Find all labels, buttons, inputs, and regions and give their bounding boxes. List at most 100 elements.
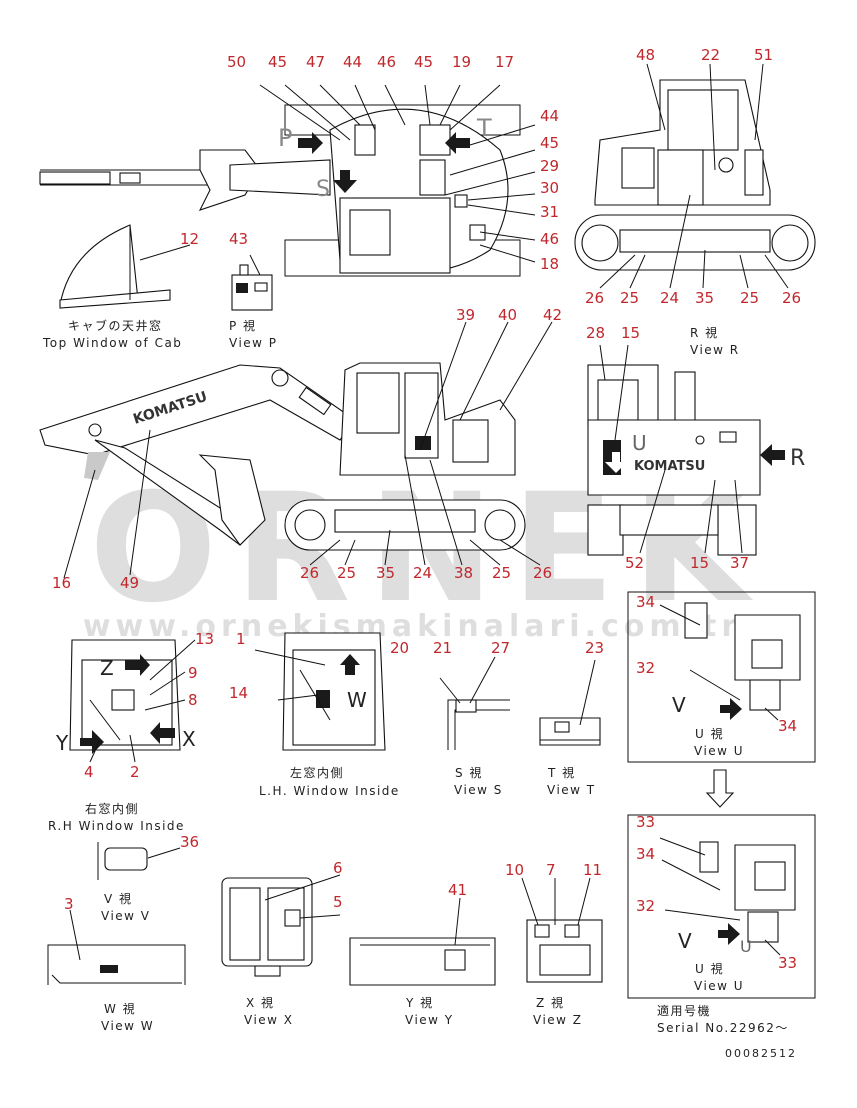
view-r-caption-jp: R 視 [690,325,719,340]
view-letter-t: T [476,114,492,142]
callout: 18 [540,255,559,273]
view-u-box-2 [627,814,816,999]
callout: 17 [495,53,514,71]
callout: 48 [636,46,655,64]
rear-view-callouts: 28 15 52 15 37 [586,324,749,572]
view-w-caption-en: View W [101,1019,154,1033]
view-letter-u-rear: U [632,431,647,455]
view-u-1-caption-jp: U 視 [695,726,724,741]
view-y-caption-en: View Y [405,1013,454,1027]
callout: 49 [120,574,139,592]
callout: 14 [229,684,248,702]
callout: 19 [452,53,471,71]
callout: 46 [540,230,559,248]
view-t-caption-jp: T 視 [547,765,576,780]
callout: 45 [540,134,559,152]
callout: 46 [377,53,396,71]
serial-caption-jp: 適用号機 [657,1003,711,1018]
lh-window-caption-en: L.H. Window Inside [259,784,400,798]
view-s-drawing [439,656,510,750]
callout: 23 [585,639,604,657]
view-letter-v-2: V [678,929,692,953]
callout: 25 [337,564,356,582]
view-letter-x: X [182,727,196,751]
cab-top-window-caption-jp: キャブの天井窓 [68,318,163,333]
callout: 24 [413,564,432,582]
main-side-view-leaders [63,321,553,579]
callout: 31 [540,203,559,221]
callout: 6 [333,859,343,877]
callout: 32 [636,659,655,677]
view-z-caption-en: View Z [533,1013,583,1027]
callout: 26 [300,564,319,582]
cab-top-window-drawing [59,224,191,309]
callout: 25 [620,289,639,307]
view-letter-z: Z [100,656,114,680]
view-y-caption-jp: Y 視 [405,995,434,1010]
callout: 32 [636,897,655,915]
callout: 45 [414,53,433,71]
drawing-number: 00082512 [725,1047,797,1060]
view-u-2-caption-en: View U [694,979,744,993]
main-side-view-drawing [39,362,526,551]
callout: 52 [625,554,644,572]
callout: 15 [690,554,709,572]
callout: 50 [227,53,246,71]
callout: 37 [730,554,749,572]
callout: 2 [130,763,140,781]
watermark-url: www.ornekismakinalari.com.tr [83,609,741,644]
cab-top-window-caption-en: Top Window of Cab [42,336,182,350]
callout: 26 [585,289,604,307]
view-x-caption-en: View X [244,1013,294,1027]
view-w-drawing [47,909,186,985]
view-r-caption-en: View R [690,343,740,357]
callout: 33 [778,954,797,972]
callout: 47 [306,53,325,71]
serial-caption-en: Serial No.22962〜 [657,1021,789,1035]
view-v-caption-en: View V [101,909,151,923]
rh-window-drawing [69,639,181,754]
right-side-view-drawing [574,79,816,271]
view-u-2-caption-jp: U 視 [695,961,724,976]
view-z-drawing [521,877,603,983]
view-letter-u-2: U [740,937,752,956]
rh-window-letters: Z Y X [55,656,196,755]
view-y-drawing [349,897,496,986]
callout: 13 [195,630,214,648]
main-side-view-callouts: 39 40 42 16 49 26 25 35 24 38 25 26 [52,306,562,592]
rear-brand-decal: KOMATSU [634,459,705,474]
callout: 15 [621,324,640,342]
callout: 10 [505,861,524,879]
callout: 3 [64,895,74,913]
callout: 38 [454,564,473,582]
view-letter-s: S [316,177,330,202]
callout: 33 [636,813,655,831]
callout: 34 [636,593,655,611]
callout: 25 [492,564,511,582]
callout: 21 [433,639,452,657]
view-letter-y: Y [55,731,69,755]
top-view-drawing [39,104,521,277]
view-letter-p: P [278,124,292,152]
callout: 22 [701,46,720,64]
callout: 1 [236,630,246,648]
callout: 4 [84,763,94,781]
right-side-view-callouts: 48 22 51 26 25 24 35 25 26 [585,46,801,307]
callout: 39 [456,306,475,324]
callout: 28 [586,324,605,342]
view-x-drawing [221,874,341,977]
callout: 8 [188,691,198,709]
callout: 24 [660,289,679,307]
view-s-caption-en: View S [454,783,503,797]
view-letter-v-1: V [672,693,686,717]
callout: 43 [229,230,248,248]
callout: 20 [390,639,409,657]
callout: 29 [540,157,559,175]
right-side-view-leaders [599,63,789,289]
view-u-1-caption-en: View U [694,744,744,758]
view-letter-r: R [790,446,805,471]
view-p-caption-en: View P [229,336,278,350]
callout: 34 [636,845,655,863]
view-x-caption-jp: X 視 [246,995,275,1010]
